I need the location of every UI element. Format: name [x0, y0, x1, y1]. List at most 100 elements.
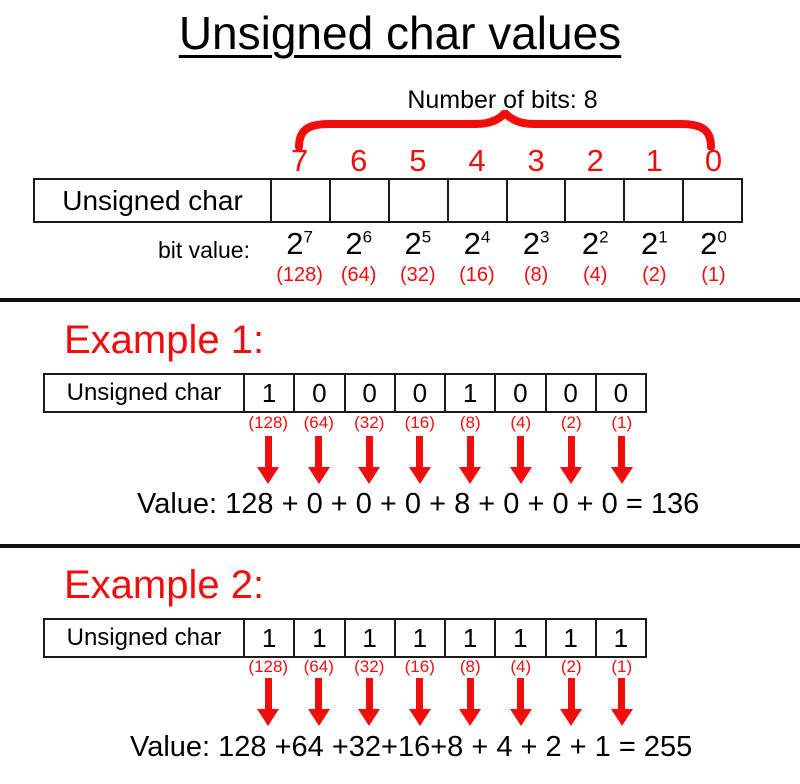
register-row-label: Unsigned char: [45, 620, 245, 656]
register-row-label: Unsigned char: [45, 375, 245, 411]
bit-cell: 1: [446, 375, 497, 411]
decimal-value: (1): [701, 264, 726, 286]
power-of-two: 20: [700, 226, 727, 261]
decimal-value: (8): [459, 657, 481, 676]
decimal-value: (64): [340, 264, 377, 286]
decimal-values-row: (128) (64) (32) (16) (8) (4) (2) (1): [270, 264, 743, 287]
register-row-label: Unsigned char: [35, 180, 272, 221]
decimal-value: (8): [459, 413, 481, 432]
bit-index: 1: [645, 143, 663, 178]
down-arrow-icon: [344, 436, 395, 488]
example2-heading: Example 2:: [64, 563, 265, 607]
power-of-two: 26: [345, 226, 373, 261]
decimal-value: (16): [404, 413, 435, 432]
decimal-value: (4): [582, 264, 608, 286]
decimal-value: (16): [459, 264, 495, 286]
bit-value-label: bit value:: [157, 237, 250, 263]
bit-cell: [566, 180, 626, 221]
down-arrow-icon: [344, 678, 395, 730]
decimal-value: (128): [276, 264, 323, 286]
bit-index: 0: [704, 143, 723, 178]
down-arrow-icon: [395, 678, 446, 730]
decimal-values-row-example1: (128) (64) (32) (16) (8) (4) (2) (1): [243, 413, 647, 433]
down-arrow-icon: [546, 678, 597, 730]
bit-cell: [272, 180, 331, 221]
page-title: Unsigned char values: [178, 7, 622, 59]
register-table-example1: Unsigned char 1 0 0 0 1 0 0 0: [43, 373, 647, 413]
bit-index: 6: [350, 143, 368, 178]
decimal-values-row-example2: (128) (64) (32) (16) (8) (4) (2) (1): [243, 657, 647, 677]
decimal-value: (4): [510, 413, 532, 432]
decimal-value: (64): [303, 413, 334, 432]
decimal-value: (32): [354, 657, 385, 676]
section-divider: [0, 298, 800, 302]
bit-cell: [684, 180, 741, 221]
bit-cell: 0: [396, 375, 446, 411]
down-arrow-icon: [395, 436, 446, 488]
bit-cell: [508, 180, 567, 221]
down-arrow-icon: [496, 436, 547, 488]
bit-cell: 1: [245, 375, 296, 411]
arrow-row-example1: [243, 436, 647, 488]
down-arrow-icon: [496, 678, 547, 730]
bit-cell: 0: [613, 377, 629, 408]
bit-cell: 0: [346, 375, 396, 411]
bit-cell: 1: [396, 620, 446, 656]
bit-cell: 1: [613, 622, 629, 653]
decimal-value: (1): [611, 657, 633, 676]
decimal-value: (4): [510, 657, 532, 676]
decimal-value: (8): [523, 264, 549, 286]
power-of-two: 22: [581, 226, 609, 261]
register-table-overview: Unsigned char: [33, 178, 743, 223]
bit-cell: [331, 180, 390, 221]
number-of-bits-label: Number of bits: 8: [407, 86, 598, 114]
down-arrow-icon: [294, 436, 345, 488]
bit-cell: 1: [547, 620, 597, 656]
decimal-value: (2): [642, 264, 667, 286]
bit-cell: 1: [446, 620, 497, 656]
power-of-two: 24: [463, 226, 491, 261]
bit-index-row: 7 6 5 4 3 2 1 0: [270, 143, 743, 179]
bit-cell: 1: [346, 620, 396, 656]
example1-heading: Example 1:: [64, 318, 265, 362]
bit-index: 5: [409, 143, 427, 178]
bit-cell: 1: [245, 620, 296, 656]
decimal-value: (2): [560, 657, 582, 676]
down-arrow-icon: [546, 436, 597, 488]
value-equation-example1: Value: 128 + 0 + 0 + 0 + 8 + 0 + 0 + 0 =…: [137, 488, 700, 520]
bit-cell: [625, 180, 685, 221]
bit-cell: 0: [496, 375, 547, 411]
value-equation-example2: Value: 128 +64 +32+16+8 + 4 + 2 + 1 = 25…: [130, 731, 693, 763]
bit-cell: 1: [496, 620, 547, 656]
down-arrow-icon: [294, 678, 345, 730]
bit-cell: [390, 180, 449, 221]
arrow-row-example2: [243, 678, 647, 730]
bit-cell: 0: [547, 375, 597, 411]
power-of-two: 21: [640, 226, 668, 261]
power-of-two: 23: [522, 226, 550, 261]
down-arrow-icon: [243, 678, 294, 730]
register-table-example2: Unsigned char 1 1 1 1 1 1 1 1: [43, 618, 647, 658]
down-arrow-icon: [243, 436, 294, 488]
decimal-value: (128): [248, 657, 289, 676]
decimal-value: (16): [404, 657, 435, 676]
bit-index: 2: [586, 143, 604, 178]
power-of-two: 27: [286, 226, 313, 261]
down-arrow-icon: [445, 436, 496, 488]
decimal-value: (2): [560, 413, 582, 432]
decimal-value: (128): [248, 413, 289, 432]
bit-cell: 1: [295, 620, 346, 656]
bit-index: 7: [290, 143, 309, 178]
powers-of-two-row: 27 26 25 24 23 22 21 20: [270, 226, 743, 262]
bit-index: 3: [527, 143, 545, 178]
section-divider: [0, 544, 800, 548]
curly-brace-icon: [295, 110, 715, 150]
decimal-value: (1): [611, 413, 633, 432]
down-arrow-icon: [597, 436, 648, 488]
power-of-two: 25: [404, 226, 432, 261]
down-arrow-icon: [445, 678, 496, 730]
decimal-value: (64): [303, 657, 334, 676]
down-arrow-icon: [597, 678, 648, 730]
bit-index: 4: [468, 143, 486, 178]
